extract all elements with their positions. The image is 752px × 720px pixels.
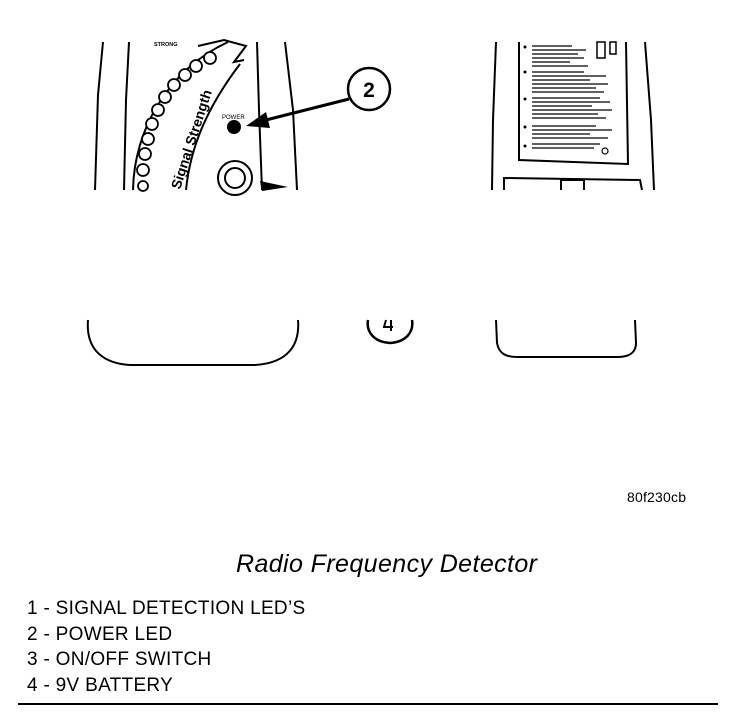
led <box>158 90 172 104</box>
back-label-mark <box>601 147 609 155</box>
legend-item: 1 - SIGNAL DETECTION LED’S <box>27 596 305 622</box>
signal-band-inner <box>185 63 241 191</box>
power-led <box>227 120 241 134</box>
battery-callout-fragment <box>366 319 414 345</box>
legend-number: 2 <box>27 623 38 645</box>
back-label-box <box>596 41 606 59</box>
signal-detection-leds <box>136 51 217 192</box>
switch-inner-ring <box>224 167 246 189</box>
figure-caption: Radio Frequency Detector <box>236 550 538 578</box>
legend-label: 9V BATTERY <box>55 674 174 696</box>
back-label-frame <box>518 41 630 166</box>
front-outer-left-edge <box>94 41 104 191</box>
front-inner-left-edge <box>123 41 130 191</box>
back-left-edge <box>491 41 497 191</box>
led <box>189 59 203 73</box>
legend-item: 4 - 9V BATTERY <box>27 673 305 699</box>
back-label-text <box>532 45 612 149</box>
legend-number: 3 <box>27 649 38 670</box>
led <box>151 103 165 117</box>
back-view-top <box>491 41 655 191</box>
power-label: POWER <box>222 115 245 121</box>
callout-2-leader <box>261 97 350 123</box>
legend-label: ON/OFF SWITCH <box>55 649 212 670</box>
callout-4-circle-partial <box>366 319 414 345</box>
legend-label: SIGNAL DETECTION LED’S <box>55 598 306 619</box>
legend-number: 4 <box>27 674 38 696</box>
signal-strength-label: Signal Strength <box>168 88 215 191</box>
back-right-edge <box>644 41 655 191</box>
led <box>178 68 192 82</box>
front-outer-right-edge <box>284 41 298 191</box>
detector-drawing: STRONG Signal Strength POWER 2 <box>86 38 655 366</box>
strong-label: STRONG <box>154 42 178 48</box>
callout-2-circle <box>346 66 392 112</box>
led <box>137 180 149 192</box>
led <box>141 132 155 146</box>
front-view-bottom <box>86 319 300 366</box>
figure-code: 80f230cb <box>627 489 687 505</box>
callout-2-number: 2 <box>363 79 375 102</box>
callout-arrow-3 <box>260 181 288 191</box>
legend-item: 2 - POWER LED <box>27 622 305 648</box>
back-base-tab <box>560 179 585 190</box>
bottom-rule <box>18 703 718 705</box>
arrow-head <box>197 38 248 64</box>
led <box>138 147 152 161</box>
legend-number: 1 <box>27 598 38 619</box>
callout-4-number-partial <box>382 319 393 331</box>
back-label-bullets <box>523 45 527 148</box>
callout-2: 2 <box>246 66 392 128</box>
led <box>136 163 150 177</box>
led <box>145 117 159 131</box>
legend-label: POWER LED <box>55 623 173 645</box>
legend-item: 3 - ON/OFF SWITCH <box>27 647 305 673</box>
on-off-switch <box>217 160 253 196</box>
switch-outer-ring <box>217 160 253 196</box>
detector-illustration: STRONG Signal Strength POWER 2 <box>86 38 655 366</box>
callout-2-arrowhead <box>246 112 270 128</box>
back-view-bottom <box>495 319 638 358</box>
front-inner-right-edge <box>256 41 263 191</box>
led <box>167 78 181 92</box>
led <box>203 51 217 65</box>
back-label-box <box>609 41 617 55</box>
legend: 1 - SIGNAL DETECTION LED’S 2 - POWER LED… <box>27 596 305 698</box>
